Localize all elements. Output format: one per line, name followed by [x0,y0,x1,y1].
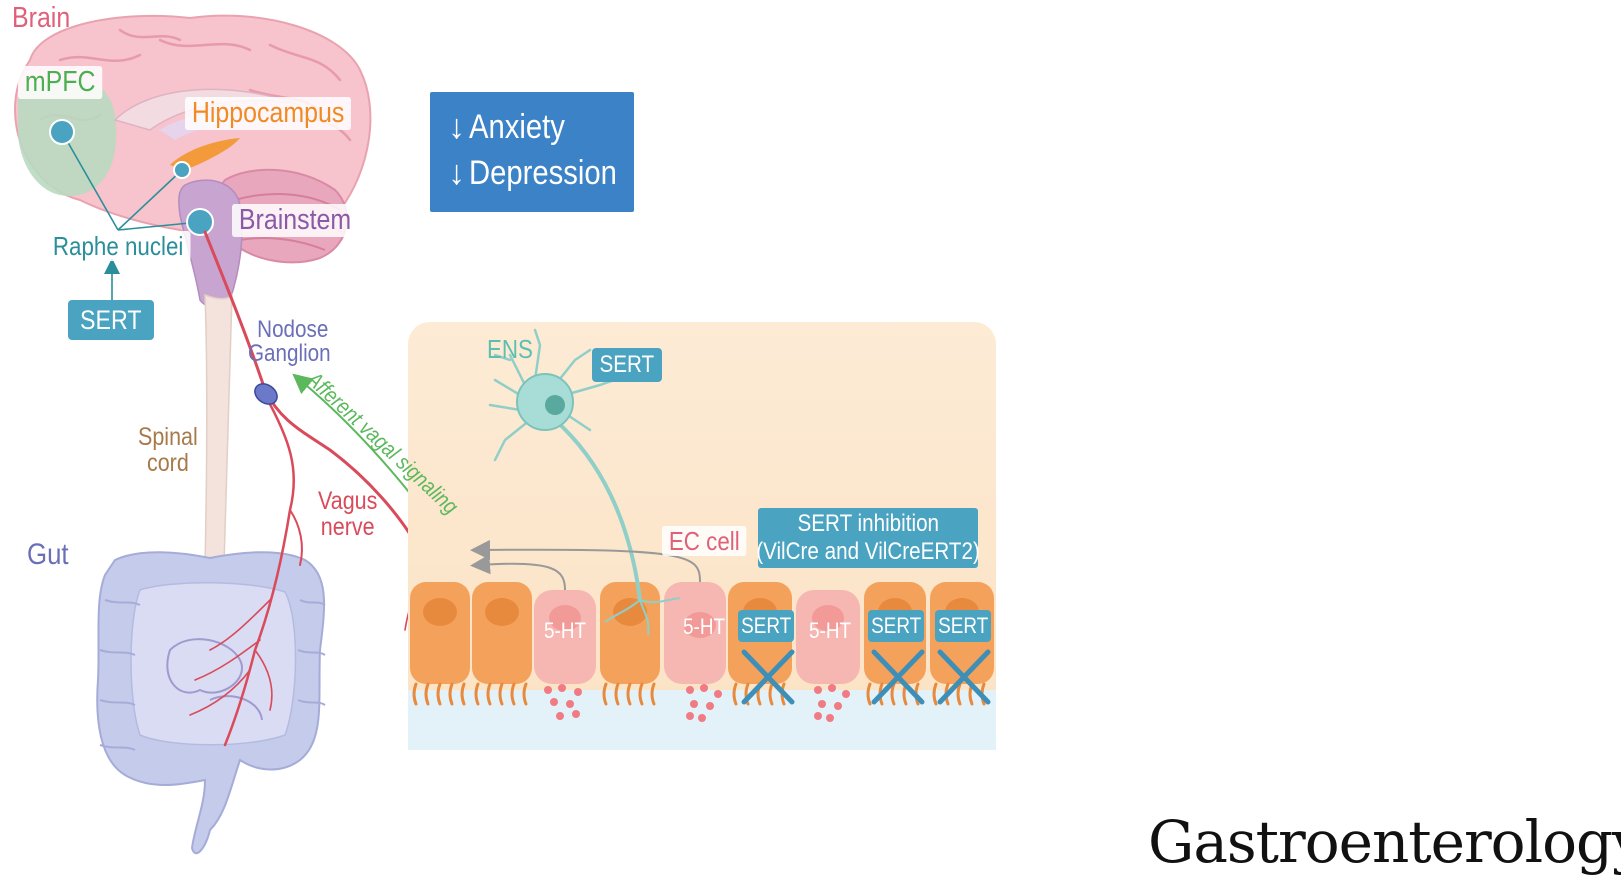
ec-cell-label: EC cell [662,526,747,556]
hippocampus-label: Hippocampus [185,97,352,130]
sert-inhibition-models: (VilCre and VilCreERT2) [756,538,980,565]
mpfc-dot [49,119,75,145]
serotonin-granules [544,684,850,722]
vagus-nerve-label: Vagus nerve [318,487,378,542]
ens-neuron [488,328,681,636]
sert-inhibition-title: SERT inhibition [797,510,939,538]
ec-cell-1 [534,590,596,684]
raphe-nuclei-label: Raphe nuclei [46,231,191,261]
hippocampus-dot [173,161,191,179]
gut-label: Gut [27,538,69,571]
spinal-cord [204,292,233,566]
mpfc-label: mPFC [18,66,103,99]
outcome-box: ↓ Anxiety ↓ Depression [430,92,634,212]
ens-label: ENS [487,334,533,364]
brainstem-label: Brainstem [232,204,359,237]
serotonin-label-1: 5-HT [544,618,587,643]
enterocyte-3 [600,582,660,684]
brain-label: Brain [12,2,71,34]
depression-label: Depression [469,154,617,192]
epithelial-sert-tag-3: SERT [935,610,991,642]
brainstem-dot [186,208,214,236]
ens-sert-tag: SERT [592,348,662,382]
brain-shape [13,14,372,308]
brain-sert-tag: SERT [68,300,154,340]
down-arrow-icon: ↓ [448,108,465,146]
anxiety-label: Anxiety [469,108,565,146]
ec-cell-3 [796,590,860,684]
ec-cell-2 [664,582,726,684]
gut-shape [96,551,326,855]
epithelial-sert-tag-2: SERT [868,610,924,642]
sert-knockout-marks [741,649,991,705]
sert-inhibition-box: SERT inhibition (VilCre and VilCreERT2) [756,508,980,568]
serotonin-label-3: 5-HT [809,618,852,643]
enterocyte-2 [472,582,532,684]
down-arrow-icon: ↓ [448,154,465,192]
spinal-cord-label: Spinal cord [138,423,198,478]
nodose-ganglion-label: Nodose Ganglion [248,316,331,367]
serotonin-label-2: 5-HT [683,614,726,639]
enterocyte-1 [410,582,470,684]
epithelial-sert-tag-1: SERT [738,610,794,642]
journal-logo: Gastroenterology [1148,808,1621,876]
nodose-ganglion [254,383,278,405]
